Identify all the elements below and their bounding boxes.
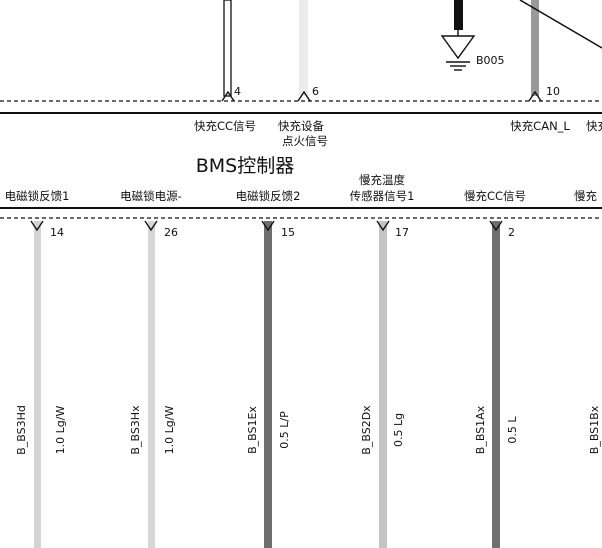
- top-wire-pin-6: [299, 0, 308, 96]
- bottom-pin-number: 26: [164, 226, 178, 239]
- wire-spec: 0.5 L: [506, 416, 519, 444]
- wire-spec: 1.0 Lg/W: [54, 406, 67, 455]
- top-pin-number: 6: [312, 85, 319, 98]
- wire-pin-26: [148, 221, 155, 548]
- top-pin-label: 快充CC信号: [194, 119, 256, 133]
- wire-spec: 1.0 Lg/W: [163, 406, 176, 455]
- ground-symbol-icon: [440, 0, 476, 71]
- top-pin-number: 4: [234, 85, 241, 98]
- top-pin-label: 快充设备: [278, 119, 324, 133]
- wire-pin-15: [264, 221, 272, 548]
- top-wire-pin-10: [531, 0, 539, 96]
- bottom-pin-label: 电磁锁电源-: [120, 189, 182, 203]
- top-connector-arrows: [221, 90, 542, 102]
- bottom-pin-label: 慢充CC信号: [464, 189, 526, 203]
- wire-pin-2: [492, 221, 500, 548]
- bottom-pin-label: 电磁锁反馈1: [5, 189, 70, 203]
- bottom-connector-arrows: [30, 220, 503, 232]
- top-pin-number: 10: [546, 85, 560, 98]
- top-wire-pin-4: [223, 0, 232, 97]
- top-pin-label: 快充: [586, 119, 602, 133]
- top-pin-label: 快充CAN_L: [510, 119, 570, 133]
- bottom-pin-number: 15: [281, 226, 295, 239]
- bottom-pin-label: 传感器信号1: [350, 189, 415, 203]
- wire-id: B_BS1Bx: [588, 405, 601, 454]
- bottom-pin-number: 2: [508, 226, 515, 239]
- wire-pin-17: [379, 221, 387, 548]
- diagonal-wire: [519, 0, 602, 49]
- bottom-pin-label: 慢充: [574, 189, 597, 203]
- wire-id: B_BS1Ex: [246, 406, 259, 454]
- wire-id: B_BS2Dx: [360, 405, 373, 455]
- wire-id: B_BS1Ax: [474, 405, 487, 454]
- top-pin-label: 点火信号: [282, 134, 328, 148]
- wire-pin-14: [34, 221, 41, 548]
- wire-spec: 0.5 L/P: [278, 411, 291, 449]
- bottom-pin-number: 14: [50, 226, 64, 239]
- bottom-pin-label: 慢充温度: [359, 173, 405, 187]
- module-title: BMS控制器: [196, 155, 295, 177]
- wire-id: B_BS3Hx: [129, 405, 142, 455]
- bottom-pin-number: 17: [395, 226, 409, 239]
- ground-label: B005: [476, 54, 505, 67]
- wire-id: B_BS3Hd: [15, 405, 28, 455]
- wire-spec: 0.5 Lg: [392, 413, 405, 447]
- bottom-pin-label: 电磁锁反馈2: [236, 189, 301, 203]
